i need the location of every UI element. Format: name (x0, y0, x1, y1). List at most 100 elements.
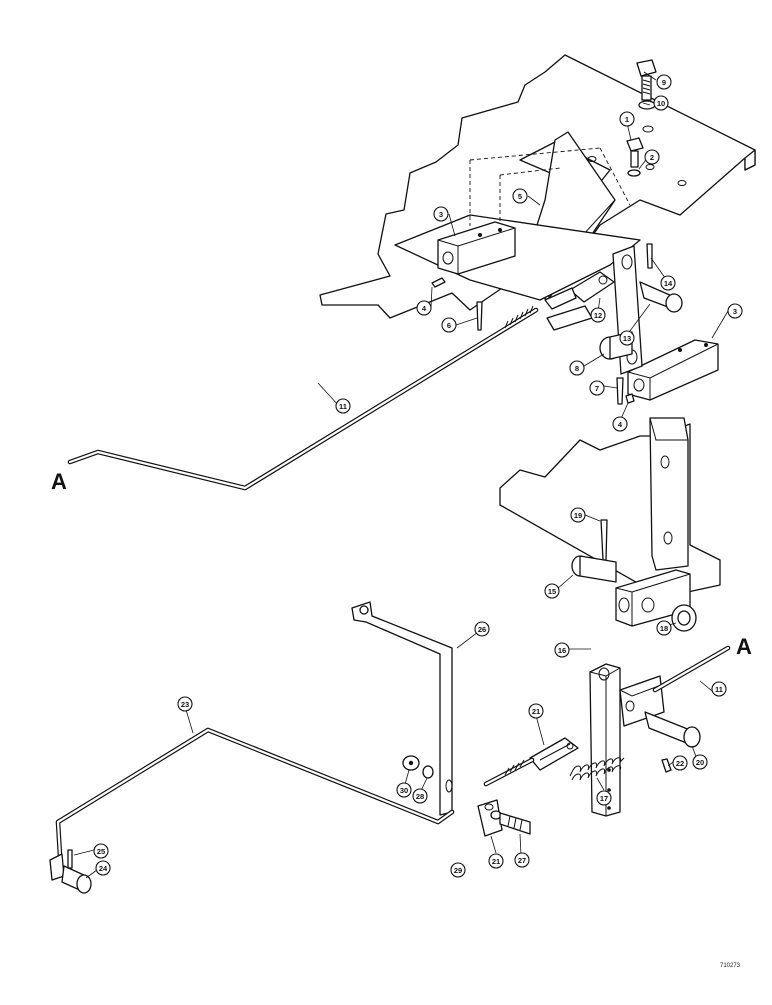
callout-label: 26 (478, 625, 486, 634)
callout-21: 21 (488, 853, 504, 869)
callout-label: 22 (676, 759, 684, 768)
callout-30: 30 (396, 782, 412, 798)
callout-13: 13 (619, 330, 635, 346)
callout-bubble (95, 860, 111, 876)
callout-label: 7 (595, 384, 599, 393)
pin-20 (644, 711, 701, 748)
washer-28 (422, 765, 434, 779)
callout-27: 27 (514, 852, 530, 868)
callout-label: 1 (625, 115, 629, 124)
callout-11: 11 (711, 681, 727, 697)
callout-28: 28 (412, 788, 428, 804)
pin-7 (616, 377, 624, 405)
bolt-1 (626, 137, 644, 168)
callout-29: 29 (450, 862, 466, 878)
callout-16: 16 (554, 642, 570, 658)
callout-bubble (396, 782, 412, 798)
callout-label: 20 (696, 758, 704, 767)
callout-label: 21 (532, 707, 540, 716)
callout-bubble (177, 696, 193, 712)
callout-label: 10 (657, 99, 665, 108)
callout-bubble (488, 853, 504, 869)
rod-threaded (483, 757, 535, 787)
callout-label: 15 (548, 587, 556, 596)
callout-6: 6 (441, 317, 457, 333)
callout-20: 20 (692, 754, 708, 770)
callout-bubble (528, 703, 544, 719)
callout-label: 11 (339, 402, 347, 411)
callout-4: 4 (416, 300, 432, 316)
callout-bubble (644, 149, 660, 165)
callout-bubble (93, 843, 109, 859)
callout-label: 12 (594, 311, 602, 320)
clevis-21-lower (529, 737, 579, 771)
callout-label: 17 (600, 794, 608, 803)
pin-15 (571, 555, 617, 583)
callout-bubble (474, 621, 490, 637)
callout-bubble (656, 74, 672, 90)
callout-label: 19 (574, 511, 582, 520)
clip-29 (477, 799, 503, 837)
callout-14: 14 (660, 275, 676, 291)
callout-3: 3 (433, 206, 449, 222)
callout-bubble (514, 852, 530, 868)
callout-label: 4 (422, 304, 427, 313)
callout-bubble (656, 620, 672, 636)
callout-bubble (660, 275, 676, 291)
callout-bubble (416, 300, 432, 316)
callout-bubble (727, 303, 743, 319)
callout-label: 8 (575, 364, 579, 373)
callout-label: 24 (99, 864, 108, 873)
callout-label: 29 (454, 866, 462, 875)
callout-12: 12 (590, 307, 606, 323)
callout-label: 18 (660, 624, 668, 633)
callout-bubble (590, 307, 606, 323)
bolt-27 (490, 810, 531, 835)
callout-bubble (653, 95, 669, 111)
spring-17 (569, 757, 625, 781)
callout-bubble (433, 206, 449, 222)
callout-3: 3 (727, 303, 743, 319)
callout-bubble (554, 642, 570, 658)
callout-11: 11 (335, 398, 351, 414)
callout-label: 4 (618, 420, 623, 429)
pin-13 (639, 281, 683, 313)
callout-19: 19 (570, 507, 586, 523)
block-3-right (627, 339, 719, 401)
callout-bubble (619, 330, 635, 346)
callout-24: 24 (95, 860, 111, 876)
shaft-small (546, 305, 593, 331)
callout-bubble (612, 416, 628, 432)
pin-25 (67, 849, 73, 869)
callout-bubble (441, 317, 457, 333)
callout-bubble (596, 790, 612, 806)
callout-label: 11 (715, 685, 723, 694)
block-3-left (437, 221, 516, 275)
callout-bubble (569, 360, 585, 376)
callout-layer: 1 23 3 4 4 5 6 7 8 9 10 11 11 12 13 14 15 16 17 18 19 20 21 21 2… (93, 74, 743, 878)
callout-4: 4 (612, 416, 628, 432)
callout-25: 25 (93, 843, 109, 859)
callout-23: 23 (177, 696, 193, 712)
callout-1: 1 (619, 111, 635, 127)
rod-11-upper (67, 305, 539, 491)
pin-22 (661, 758, 672, 773)
callout-bubble (335, 398, 351, 414)
bushing-18 (671, 604, 697, 632)
callout-10: 10 (653, 95, 669, 111)
callout-bubble (570, 507, 586, 523)
callout-bubble (512, 188, 528, 204)
callout-7: 7 (589, 380, 605, 396)
upper-floor-plate (319, 54, 756, 319)
callout-label: 5 (518, 192, 522, 201)
middle-floor-bracket (499, 417, 721, 627)
callout-label: 9 (662, 78, 666, 87)
callout-17: 17 (596, 790, 612, 806)
callout-bubble (589, 380, 605, 396)
callout-label: 13 (623, 334, 631, 343)
callout-bubble (692, 754, 708, 770)
callout-22: 22 (672, 755, 688, 771)
callout-label: 6 (447, 321, 451, 330)
